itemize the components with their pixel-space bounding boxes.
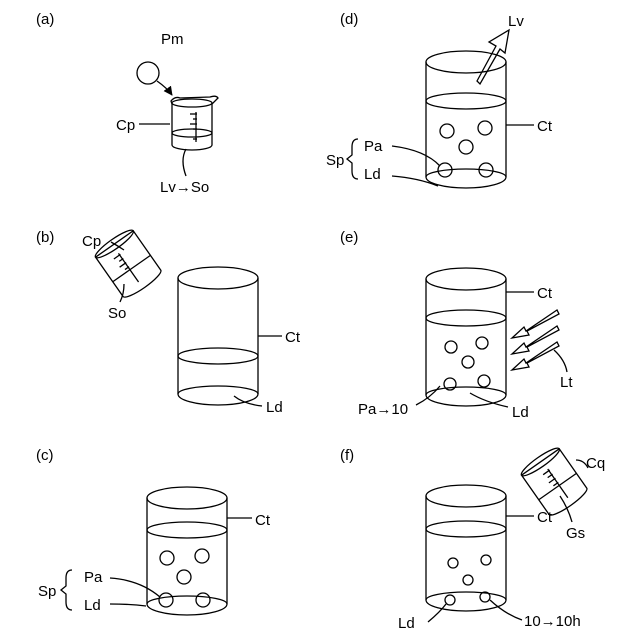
label-ld: Ld <box>84 597 101 614</box>
label-pa: Pa <box>84 569 103 586</box>
particle <box>195 549 209 563</box>
particle <box>448 558 458 568</box>
particle <box>160 551 174 565</box>
label-pa: Pa <box>364 138 383 155</box>
particle <box>440 124 454 138</box>
panel-letter-f: (f) <box>340 447 354 464</box>
label-cq: Cq <box>586 455 605 472</box>
label-lv-so: Lv→So <box>160 179 209 196</box>
panel-letter-c: (c) <box>36 447 54 464</box>
particle <box>463 575 473 585</box>
label-so: So <box>108 305 126 322</box>
light-arrows <box>512 310 559 370</box>
label-ld: Ld <box>266 399 283 416</box>
labels-b: (b) Cp So Ct Ld <box>36 229 301 416</box>
container-ct-f <box>426 485 506 611</box>
label-gs: Gs <box>566 525 585 542</box>
panel-letter-e: (e) <box>340 229 358 246</box>
pour-arrow <box>157 81 172 95</box>
label-ld: Ld <box>364 166 381 183</box>
label-sp: Sp <box>326 152 344 169</box>
particle <box>481 555 491 565</box>
panel-letter-b: (b) <box>36 229 54 246</box>
particle <box>177 570 191 584</box>
label-sp: Sp <box>38 583 56 600</box>
particle <box>462 356 474 368</box>
label-lv: Lv <box>508 13 524 30</box>
label-lt: Lt <box>560 374 573 391</box>
panel-letter-d: (d) <box>340 11 358 28</box>
panel-d <box>347 30 534 188</box>
label-cp: Cp <box>82 233 101 250</box>
panel-a <box>137 62 218 176</box>
particle <box>196 593 210 607</box>
label-ld: Ld <box>398 615 415 632</box>
measuring-cup <box>171 96 218 150</box>
container-ct-e <box>426 268 506 406</box>
label-ld: Ld <box>512 404 529 421</box>
particle <box>478 121 492 135</box>
label-ct: Ct <box>255 512 271 529</box>
vapor-arrow <box>477 30 509 84</box>
container-ct-b <box>178 267 258 405</box>
particle <box>476 337 488 349</box>
label-ct: Ct <box>285 329 301 346</box>
labels-c: (c) Ct Sp Pa Ld <box>36 447 271 614</box>
label-ct: Ct <box>537 509 553 526</box>
particle <box>478 375 490 387</box>
panel-letter-a: (a) <box>36 11 54 28</box>
label-ct: Ct <box>537 118 553 135</box>
particle <box>459 140 473 154</box>
sp-brace <box>61 570 72 610</box>
tilted-cup <box>93 227 164 301</box>
particle <box>445 595 455 605</box>
labels-f: (f) Cq Ct Gs Ld 10→10h <box>340 447 605 632</box>
label-pm: Pm <box>161 31 184 48</box>
panel-c <box>61 487 252 615</box>
particle <box>159 593 173 607</box>
tilted-cup-cq <box>519 445 590 519</box>
particle <box>445 341 457 353</box>
sp-brace <box>347 139 358 179</box>
label-10-10h: 10→10h <box>524 613 581 630</box>
labels-d: (d) Lv Ct Sp Pa Ld <box>326 11 553 183</box>
particle-material <box>137 62 159 84</box>
label-cp: Cp <box>116 117 135 134</box>
label-pa-10: Pa→10 <box>358 401 408 418</box>
label-ct: Ct <box>537 285 553 302</box>
